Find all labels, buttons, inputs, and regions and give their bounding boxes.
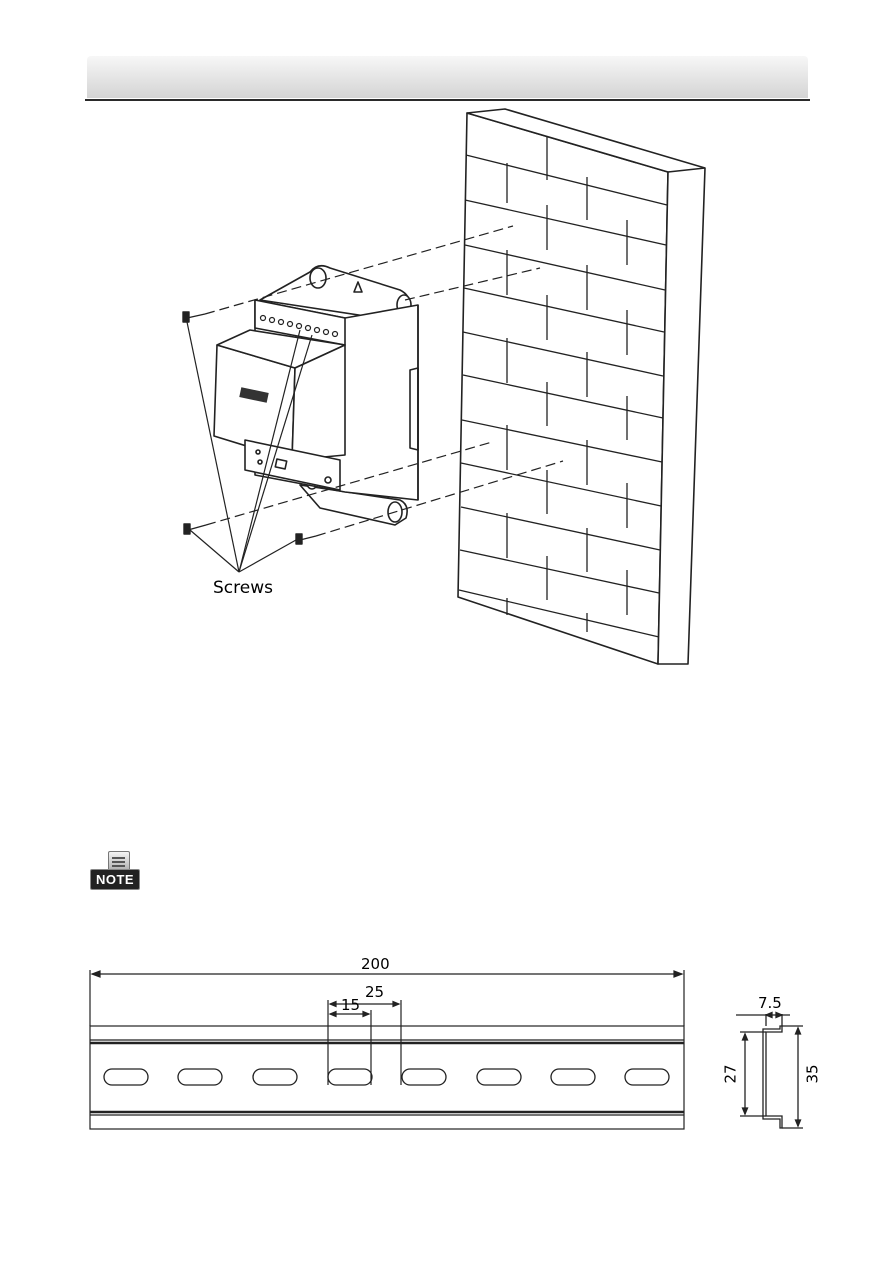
screws-callout-label: Screws bbox=[213, 578, 273, 598]
screw-top-left bbox=[183, 312, 205, 322]
dimension-length-label: 200 bbox=[361, 956, 390, 972]
dimension-flange-label: 7.5 bbox=[758, 995, 782, 1011]
dimension-outer-height-label: 35 bbox=[805, 1064, 821, 1083]
screw-bottom-middle bbox=[296, 534, 316, 544]
brick-wall-front bbox=[458, 113, 668, 664]
screw-bottom-left bbox=[184, 524, 206, 534]
note-badge: NOTE bbox=[90, 869, 140, 890]
note-icon: NOTE bbox=[88, 848, 140, 892]
dimension-inner-height-label: 27 bbox=[723, 1064, 739, 1083]
din-rail-side-profile bbox=[736, 1013, 803, 1129]
din-rail-front-view bbox=[90, 970, 684, 1129]
dimension-pitch-label: 25 bbox=[365, 984, 384, 1000]
dimension-hole-length-label: 15 bbox=[341, 997, 360, 1013]
